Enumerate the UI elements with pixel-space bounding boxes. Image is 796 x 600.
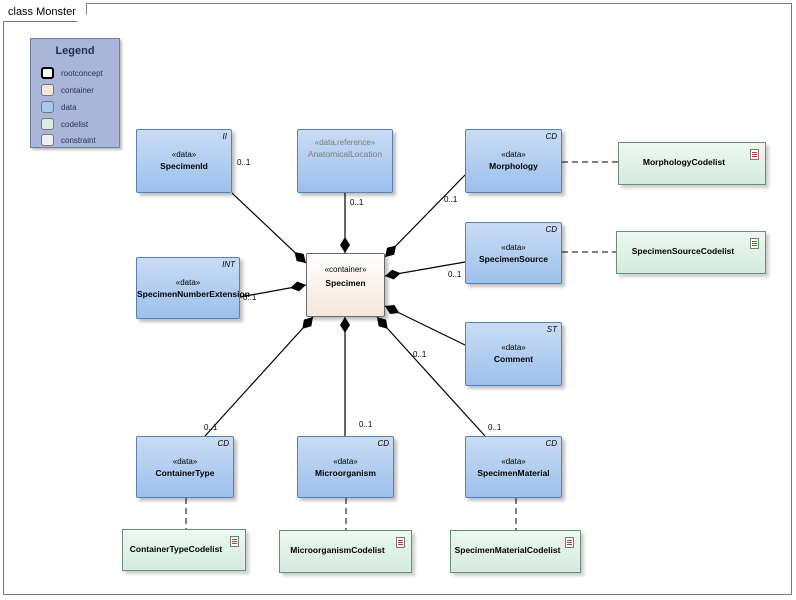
link-specimen-source xyxy=(384,261,466,280)
codelist-name: MicroorganismCodelist xyxy=(290,545,385,555)
codelist-name: SpecimenMaterialCodelist xyxy=(454,545,561,555)
type-tag: CD xyxy=(217,439,229,448)
class-name: SpecimenSource xyxy=(479,254,548,264)
codelist-name: SpecimenSourceCodelist xyxy=(631,246,735,256)
class-name: Microorganism xyxy=(315,468,376,478)
type-tag: II xyxy=(222,132,227,141)
document-icon xyxy=(396,537,405,548)
stereotype-label: «data» xyxy=(501,457,526,466)
codelist-container-type[interactable]: ContainerTypeCodelist xyxy=(122,529,246,571)
type-tag: CD xyxy=(377,439,389,448)
class-microorganism[interactable]: CD «data» Microorganism xyxy=(297,436,394,498)
stereotype-label: «data» xyxy=(172,457,198,466)
legend: Legend rootconcept container data codeli… xyxy=(30,38,120,148)
codelist-microorganism[interactable]: MicroorganismCodelist xyxy=(279,530,412,573)
link-specimen-number-extension xyxy=(239,281,307,298)
class-anatomical-location[interactable]: «data,reference» AnatomicalLocation xyxy=(297,129,393,193)
legend-title: Legend xyxy=(55,45,95,57)
multiplicity-microorganism: 0..1 xyxy=(359,420,373,429)
class-name: Comment xyxy=(493,354,534,364)
codelist-specimen-source[interactable]: SpecimenSourceCodelist xyxy=(616,231,766,274)
multiplicity-specimen-source: 0..1 xyxy=(448,270,462,279)
legend-swatch xyxy=(41,118,54,130)
class-specimen-id[interactable]: II «data» SpecimenId xyxy=(136,129,232,193)
multiplicity-comment: 0..1 xyxy=(413,350,427,359)
document-icon xyxy=(230,536,239,547)
class-name: SpecimenId xyxy=(160,161,208,171)
stereotype-label: «data» xyxy=(501,243,526,252)
link-comment xyxy=(384,305,466,346)
class-name: AnatomicalLocation xyxy=(307,149,383,159)
type-tag: CD xyxy=(545,439,557,448)
legend-swatch xyxy=(41,67,54,79)
class-name: Morphology xyxy=(489,161,538,171)
class-name: SpecimenNumberExtension xyxy=(137,289,250,299)
multiplicity-anatomical-location: 0..1 xyxy=(350,198,364,207)
multiplicity-specimen-id: 0..1 xyxy=(237,158,251,167)
class-container-type[interactable]: CD «data» ContainerType xyxy=(136,436,234,498)
class-morphology[interactable]: CD «data» Morphology xyxy=(465,129,562,193)
stereotype-label: «data» xyxy=(501,150,526,159)
class-comment[interactable]: ST «data» Comment xyxy=(465,322,562,386)
type-tag: CD xyxy=(545,225,557,234)
class-name: SpecimenMaterial xyxy=(477,468,550,478)
stereotype-label: «data,reference» xyxy=(314,138,376,147)
legend-swatch xyxy=(41,101,54,113)
stereotype-label: «data» xyxy=(333,457,358,466)
diagram-frame xyxy=(3,3,792,595)
multiplicity-specimen-material: 0..1 xyxy=(488,423,502,432)
class-name: Specimen xyxy=(325,278,366,288)
class-specimen[interactable]: «container» Specimen xyxy=(306,253,385,317)
class-specimen-material[interactable]: CD «data» SpecimenMaterial xyxy=(465,436,562,498)
stereotype-label: «data» xyxy=(175,278,201,287)
class-specimen-source[interactable]: CD «data» SpecimenSource xyxy=(465,222,562,284)
document-icon xyxy=(750,149,759,160)
link-specimen-id xyxy=(231,192,307,264)
stereotype-label: «container» xyxy=(324,265,367,274)
diagram-title: class Monster xyxy=(3,3,87,22)
link-morphology xyxy=(384,174,466,258)
stereotype-label: «data» xyxy=(501,343,526,352)
link-specimen-material xyxy=(376,316,486,437)
codelist-specimen-material[interactable]: SpecimenMaterialCodelist xyxy=(450,530,581,573)
stereotype-label: «data» xyxy=(171,150,197,159)
class-specimen-number-extension[interactable]: INT «data» SpecimenNumberExtension xyxy=(136,257,250,319)
link-container-type xyxy=(204,316,314,437)
type-tag: CD xyxy=(545,132,557,141)
class-name: ContainerType xyxy=(155,468,215,478)
multiplicity-specimen-number-extension: 0..1 xyxy=(243,293,257,302)
document-icon xyxy=(750,238,759,249)
legend-swatch xyxy=(41,84,54,96)
type-tag: ST xyxy=(546,325,557,334)
codelist-name: ContainerTypeCodelist xyxy=(129,544,223,554)
codelist-name: MorphologyCodelist xyxy=(642,157,726,167)
multiplicity-morphology: 0..1 xyxy=(444,195,458,204)
type-tag: INT xyxy=(222,260,235,269)
document-icon xyxy=(565,537,574,548)
legend-swatch xyxy=(41,134,54,146)
multiplicity-container-type: 0..1 xyxy=(204,423,218,432)
codelist-morphology[interactable]: MorphologyCodelist xyxy=(618,142,766,185)
